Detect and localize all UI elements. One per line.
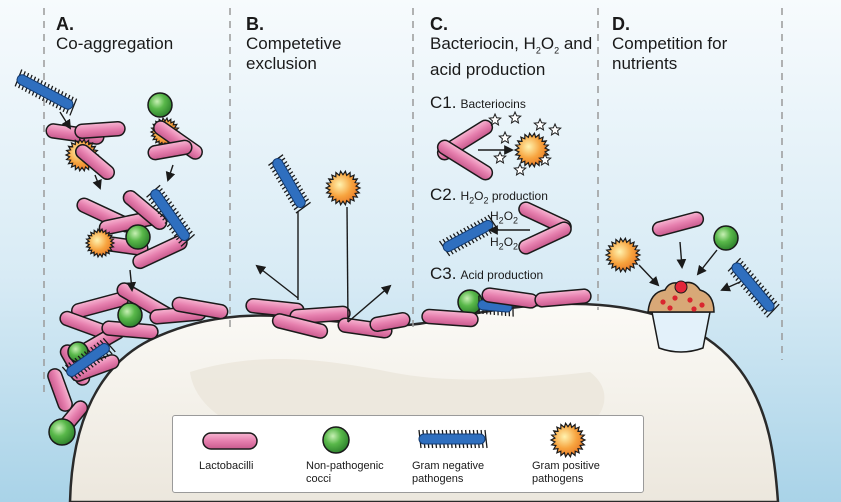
arrow: [347, 284, 392, 323]
non-pathogenic-coccus: [48, 418, 76, 446]
gram-negative-pathogen: [727, 257, 780, 318]
section-b-title: Competetive exclusion: [246, 34, 342, 73]
arrow-layer: [59, 111, 741, 323]
non-pathogenic-coccus: [117, 302, 143, 328]
c1-label: C1.Bacteriocins: [430, 93, 526, 112]
lactobacillus-rod: [171, 296, 229, 320]
arrow: [346, 206, 349, 323]
legend: Lactobacilli Non-pathogenic cocci Gram n…: [172, 415, 644, 493]
lactobacillus-rod: [147, 139, 193, 161]
c3-label: C3.Acid production: [430, 264, 544, 283]
arrow: [126, 269, 137, 292]
bacteriocin-star: [513, 162, 527, 176]
pink-rod-icon: [202, 432, 258, 450]
legend-item-non-pathogenic: Non-pathogenic cocci: [298, 416, 403, 492]
non-pathogenic-coccus: [147, 92, 173, 118]
section-dividers: [43, 8, 783, 392]
gram-positive-pathogen: [324, 169, 362, 207]
blue-spiky-rod-icon: [418, 429, 488, 449]
arrow: [255, 264, 299, 299]
gram-positive-pathogen: [549, 421, 587, 459]
bacteria-layer: [14, 69, 780, 446]
lactobacillus-rod: [534, 288, 592, 308]
section-c-header: C. Bacteriocin, H2O2 and acid production: [430, 14, 595, 80]
section-c-title: Bacteriocin, H2O2 and acid production: [430, 34, 593, 80]
arrow: [676, 241, 687, 269]
gram-negative-pathogen: [438, 214, 499, 257]
c2-label: C2.H2O2 production: [430, 185, 548, 206]
section-d-header: D. Competition for nutrients: [612, 14, 752, 74]
lactobacillus-rod: [122, 190, 168, 230]
lactobacillus-rod: [74, 120, 126, 140]
section-c-letter: C.: [430, 14, 448, 34]
non-pathogenic-coccus: [713, 225, 739, 251]
bacteriocin-star: [533, 117, 547, 131]
section-b-letter: B.: [246, 14, 264, 34]
cupcake-icon: [647, 280, 715, 353]
bacteriocin-star: [508, 110, 522, 124]
arrow: [696, 249, 718, 276]
lactobacillus-rod: [421, 308, 479, 328]
gram-positive-pathogen: [604, 236, 642, 274]
lactobacillus-rod: [271, 313, 329, 339]
bacteriocin-star: [548, 122, 562, 136]
arrow: [720, 281, 741, 292]
legend-item-lactobacilli: Lactobacilli: [183, 416, 293, 492]
green-sphere-icon: [322, 426, 350, 454]
legend-item-gram-negative: Gram negative pathogens: [408, 416, 523, 492]
bacteriocin-star: [493, 150, 507, 164]
arrow: [638, 264, 660, 287]
orange-starburst-icon: [549, 421, 587, 459]
legend-item-gram-positive: Gram positive pathogens: [528, 416, 638, 492]
gram-negative-pathogen: [146, 184, 196, 247]
arrow: [92, 174, 102, 190]
bacteriocin-star: [488, 112, 502, 126]
gram-negative-pathogen: [61, 337, 116, 381]
h2o2-label-top: H2O2: [490, 209, 519, 226]
bacteriocin-star: [498, 130, 512, 144]
lactobacillus-rod: [369, 311, 411, 333]
gram-negative-pathogen: [14, 69, 78, 116]
gram-positive-pathogen: [84, 227, 116, 259]
lactobacillus-rod: [74, 143, 116, 181]
lactobacillus-rod: [436, 139, 494, 181]
section-d-letter: D.: [612, 14, 630, 34]
section-b-header: B. Competetive exclusion: [246, 14, 366, 74]
section-d-title: Competition for nutrients: [612, 34, 728, 73]
h2o2-label-bottom: H2O2: [490, 235, 519, 252]
bacteriocin-star: [538, 152, 552, 166]
non-pathogenic-coccus: [125, 224, 151, 250]
section-a-title: Co-aggregation: [56, 34, 174, 53]
lactobacillus-rod: [47, 368, 73, 412]
arrow: [165, 164, 176, 182]
section-a-letter: A.: [56, 14, 74, 34]
section-a-header: A. Co-aggregation: [56, 14, 226, 54]
lactobacillus-rod: [651, 211, 705, 237]
gram-negative-pathogen: [268, 154, 311, 214]
gram-negative-pathogen: [418, 429, 488, 449]
arrow: [59, 111, 72, 130]
lactobacillus-rod: [518, 221, 572, 255]
